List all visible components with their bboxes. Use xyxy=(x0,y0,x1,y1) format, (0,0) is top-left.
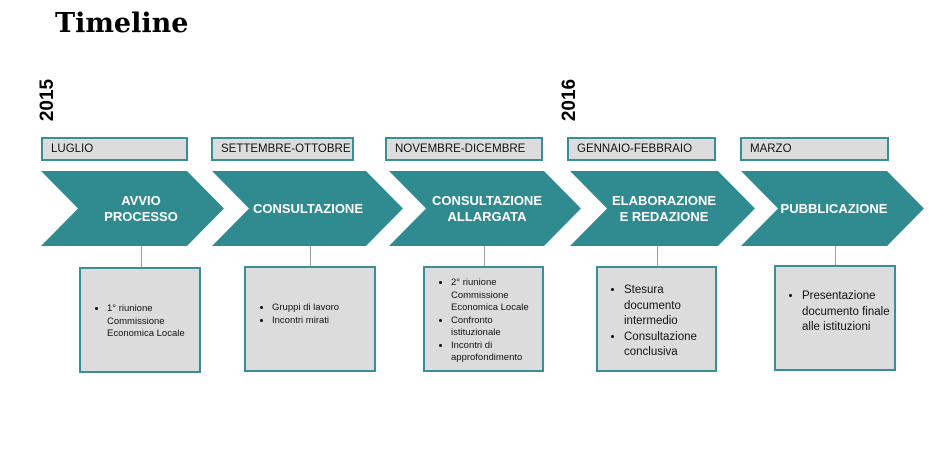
phase-label-pubblicazione: PUBBLICAZIONE xyxy=(780,200,888,216)
detail-item: Gruppi di lavoro xyxy=(272,302,374,315)
connector-line xyxy=(310,246,311,266)
detail-box-5: Presentazione documento finale alle isti… xyxy=(774,265,896,371)
connector-line xyxy=(657,246,658,266)
detail-item: Consultazione conclusiva xyxy=(624,330,715,361)
connector-line xyxy=(141,246,142,267)
period-box-marzo: MARZO xyxy=(740,137,889,161)
period-box-novembre-dicembre: NOVEMBRE-DICEMBRE xyxy=(385,137,543,161)
period-box-luglio: LUGLIO xyxy=(41,137,188,161)
detail-item: 2° riunione Commissione Economica Locale xyxy=(451,277,542,315)
detail-item: Presentazione documento finale alle isti… xyxy=(802,289,894,336)
detail-item: Stesura documento intermedio xyxy=(624,283,715,330)
phase-label-avvio-processo: AVVIO PROCESSO xyxy=(104,192,178,224)
phase-label-elaborazione-redazione: ELABORAZIONE E REDAZIONE xyxy=(612,192,716,224)
detail-box-2: Gruppi di lavoro Incontri mirati xyxy=(244,266,376,372)
period-box-settembre-ottobre: SETTEMBRE-OTTOBRE xyxy=(211,137,354,161)
phase-arrow-2 xyxy=(212,171,403,246)
detail-item: 1° riunione Commissione Economica Locale xyxy=(107,303,199,341)
detail-item: Incontri di approfondimento xyxy=(451,340,542,365)
phase-arrow-4 xyxy=(570,171,755,246)
detail-box-3: 2° riunione Commissione Economica Locale… xyxy=(423,266,544,372)
phase-label-consultazione-allargata: CONSULTAZIONE ALLARGATA xyxy=(431,192,542,224)
detail-item: Incontri mirati xyxy=(272,315,374,328)
connector-line xyxy=(484,246,485,266)
detail-item: Confronto istituzionale xyxy=(451,315,542,340)
phase-arrow-5 xyxy=(741,171,924,246)
timeline-title: Timeline xyxy=(55,8,189,39)
phase-arrow-1 xyxy=(41,171,224,246)
detail-box-4: Stesura documento intermedio Consultazio… xyxy=(596,266,717,372)
detail-box-1: 1° riunione Commissione Economica Locale xyxy=(79,267,201,373)
phase-label-consultazione: CONSULTAZIONE xyxy=(252,200,363,216)
connector-line xyxy=(835,246,836,265)
phase-arrow-3 xyxy=(389,171,581,246)
period-box-gennaio-febbraio: GENNAIO-FEBBRAIO xyxy=(567,137,716,161)
